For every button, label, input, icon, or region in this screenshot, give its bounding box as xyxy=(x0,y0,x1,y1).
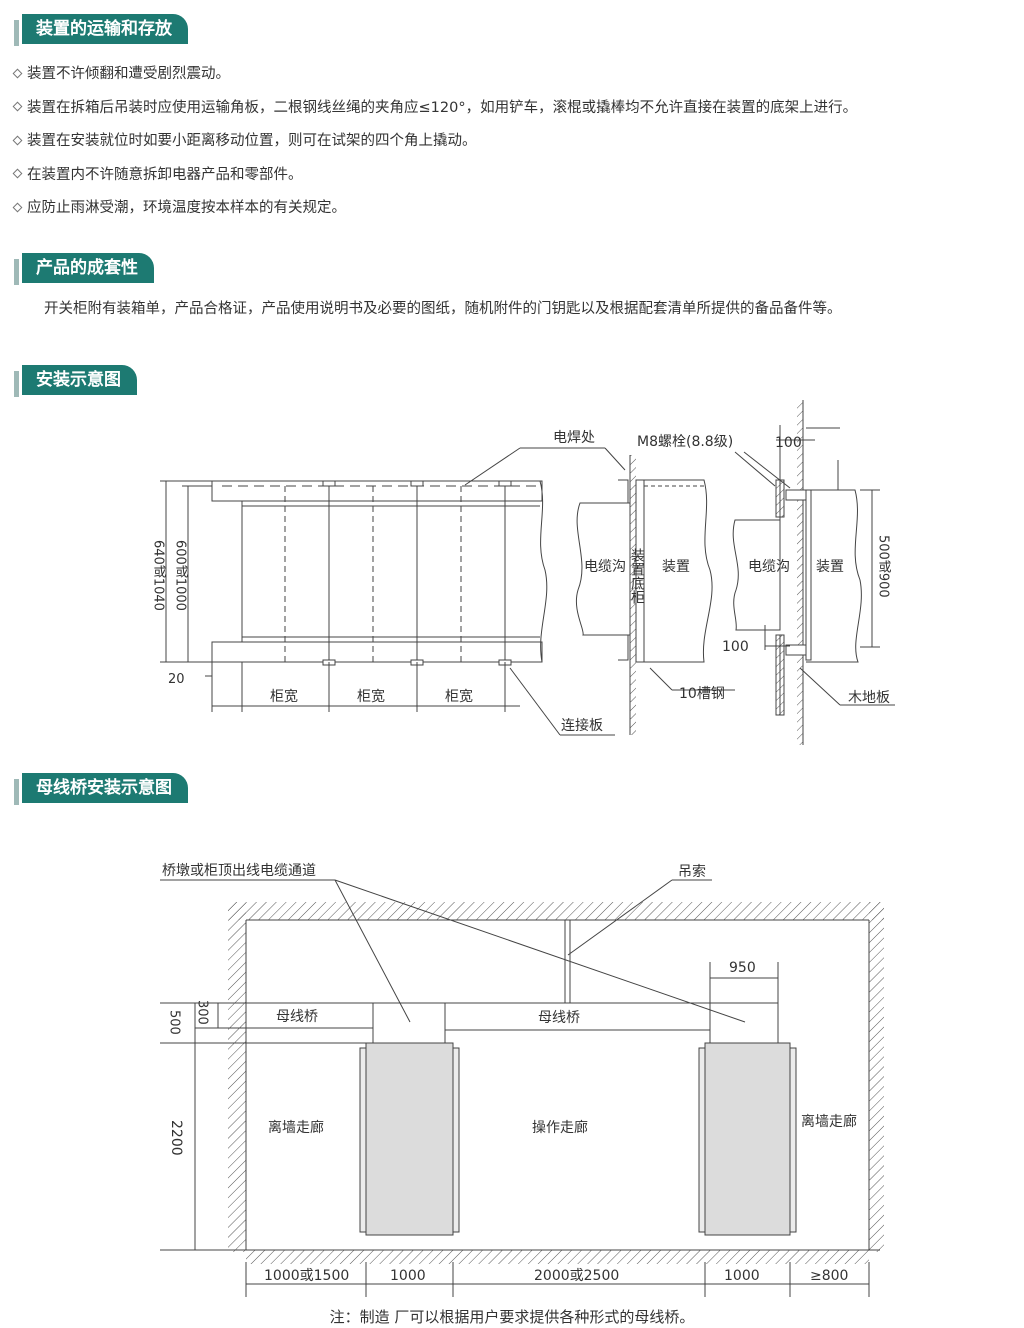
label-aisle-left: 离墙走廊 xyxy=(268,1119,324,1136)
label-base: 装置底柜 xyxy=(629,548,645,604)
right-wall xyxy=(869,902,884,1252)
label-bolt: M8螺栓(8.8级) xyxy=(637,434,733,450)
diamond-bullet-icon xyxy=(12,101,23,112)
label-device-1: 装置 xyxy=(662,559,690,575)
header-accent xyxy=(14,20,19,46)
ceiling xyxy=(228,902,884,920)
label-trench-2: 电缆沟 xyxy=(748,559,790,575)
header-accent xyxy=(14,371,19,397)
label-aisle-right: 离墙走廊 xyxy=(801,1113,857,1130)
left-wall xyxy=(228,902,246,1252)
label-640-1040: 640或1040 xyxy=(151,540,167,611)
label-plate: 连接板 xyxy=(561,717,603,734)
bridge-pier-left xyxy=(372,1002,446,1044)
diamond-bullet-icon xyxy=(12,202,23,212)
label-width-3: 柜宽 xyxy=(445,688,473,705)
label-1000-1500: 1000或1500 xyxy=(264,1268,349,1284)
label-1000-a: 1000 xyxy=(390,1268,426,1284)
list-item: 装置在拆箱后吊装时应使用运输角板，二根钢线丝绳的夹角应≤120°，如用铲车，滚棍… xyxy=(12,96,857,130)
section-title: 母线桥安装示意图 xyxy=(22,773,188,803)
label-channel: 10槽钢 xyxy=(679,686,725,702)
transport-list: 装置不许倾翻和遭受剧烈震动。 装置在拆箱后吊装时应使用运输角板，二根钢线丝绳的夹… xyxy=(12,62,857,230)
label-500: 500 xyxy=(167,1010,182,1035)
diamond-bullet-icon xyxy=(12,68,23,78)
list-item: 装置不许倾翻和遭受剧烈震动。 xyxy=(12,62,857,96)
bottom-rail xyxy=(211,641,543,663)
label-2000-2500: 2000或2500 xyxy=(534,1268,619,1284)
list-item: 在装置内不许随意拆卸电器产品和零部件。 xyxy=(12,163,857,197)
bridge-pier-right xyxy=(709,1002,779,1044)
busbar-middle xyxy=(444,1002,711,1031)
busbar-left xyxy=(245,1002,374,1029)
diamond-bullet-icon xyxy=(12,168,23,179)
top-rail xyxy=(211,480,543,502)
label-300: 300 xyxy=(195,1000,210,1025)
footnote: 注：制造 厂可以根据用户要求提供各种形式的母线桥。 xyxy=(329,1308,695,1326)
label-100-bottom: 100 xyxy=(722,639,749,655)
label-busbar-1: 母线桥 xyxy=(276,1009,318,1025)
label-floor: 木地板 xyxy=(848,690,890,706)
label-500-900: 500或900 xyxy=(876,535,892,598)
label-100: 100 xyxy=(775,435,802,451)
label-sling: 吊索 xyxy=(678,863,706,880)
diamond-bullet-icon xyxy=(12,135,23,145)
label-trench-1: 电缆沟 xyxy=(584,559,626,575)
label-device-2: 装置 xyxy=(816,559,844,575)
label-950: 950 xyxy=(729,960,756,976)
label-width-1: 柜宽 xyxy=(270,688,298,705)
label-aisle-operating: 操作走廊 xyxy=(532,1119,588,1136)
list-item: 装置在安装就位时如要小距离移动位置，则可在试架的四个角上撬动。 xyxy=(12,129,857,163)
cabinet-left xyxy=(365,1042,454,1236)
label-600-1000: 600或1000 xyxy=(173,540,189,611)
floor xyxy=(246,1250,869,1264)
completeness-text: 开关柜附有装箱单，产品合格证，产品使用说明书及必要的图纸，随机附件的门钥匙以及根… xyxy=(44,301,842,317)
section-title: 安装示意图 xyxy=(22,365,137,395)
section-title: 产品的成套性 xyxy=(22,253,154,283)
label-width-2: 柜宽 xyxy=(357,688,385,705)
install-diagram: 电焊处 M8螺栓(8.8级) 100 电缆沟 装置底柜 装置 电缆沟 装置 50… xyxy=(151,400,895,745)
list-item: 应防止雨淋受潮，环境温度按本样本的有关规定。 xyxy=(12,196,857,230)
section-title: 装置的运输和存放 xyxy=(22,14,188,44)
label-1000-b: 1000 xyxy=(724,1268,760,1284)
label-800: ≥800 xyxy=(810,1268,848,1284)
busbar-diagram: 桥墩或柜顶出线电缆通道 吊索 950 母线桥 母线桥 500 300 2200 … xyxy=(160,863,884,1297)
label-busbar-2: 母线桥 xyxy=(538,1010,580,1026)
label-cable-channel: 桥墩或柜顶出线电缆通道 xyxy=(162,863,316,879)
label-weld: 电焊处 xyxy=(553,430,595,446)
label-2200: 2200 xyxy=(168,1120,184,1156)
label-20: 20 xyxy=(168,672,185,687)
cabinet-right xyxy=(704,1042,791,1236)
header-accent xyxy=(14,779,19,805)
header-accent xyxy=(14,259,19,285)
